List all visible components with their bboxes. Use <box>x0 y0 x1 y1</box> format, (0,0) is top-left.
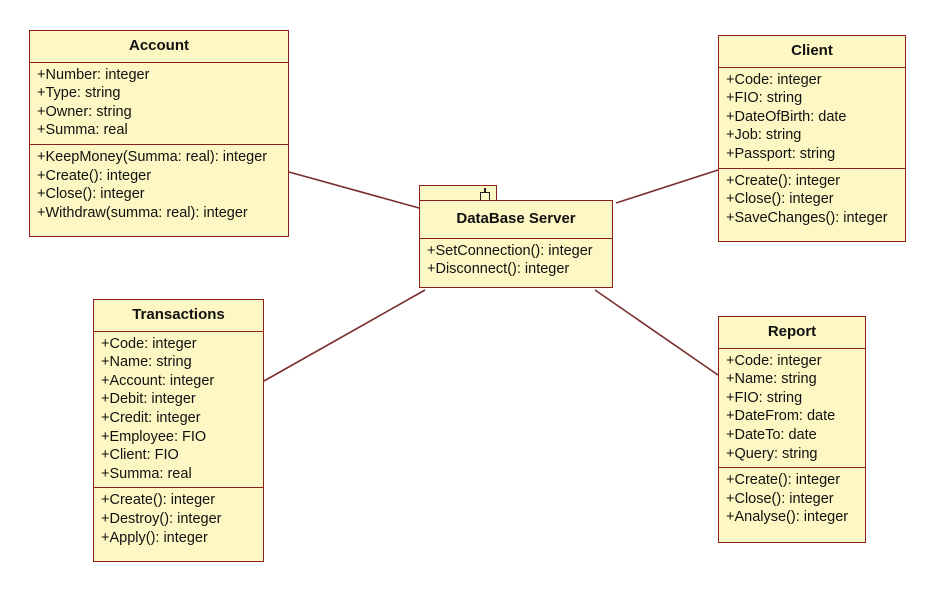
operation: +Apply(): integer <box>101 529 208 546</box>
operations-section: +SetConnection(): integer +Disconnect():… <box>420 239 612 283</box>
operation: +KeepMoney(Summa: real): integer <box>37 148 268 165</box>
attribute: +Number: integer <box>37 66 150 83</box>
class-name: Transactions <box>94 300 263 332</box>
class-client: Client +Code: integer +FIO: string +Date… <box>718 35 906 242</box>
attribute: +Query: string <box>726 445 818 462</box>
class-name: DataBase Server <box>420 201 612 239</box>
class-report: Report +Code: integer +Name: string +FIO… <box>718 316 866 543</box>
attribute: +Type: string <box>37 85 121 102</box>
attribute: +DateOfBirth: date <box>726 108 847 125</box>
attribute: +Name: string <box>101 354 192 371</box>
operation: +SetConnection(): integer <box>427 242 593 259</box>
association-transactions-server <box>263 289 426 382</box>
operation: +Disconnect(): integer <box>427 261 570 278</box>
operation: +Create(): integer <box>726 472 841 489</box>
operations-section: +Create(): integer +Destroy(): integer +… <box>94 487 263 551</box>
operation: +Destroy(): integer <box>101 510 222 527</box>
operation: +Create(): integer <box>37 167 152 184</box>
attributes-section: +Number: integer +Type: string +Owner: s… <box>30 63 288 144</box>
attribute: +Debit: integer <box>101 391 196 408</box>
attribute: +Account: integer <box>101 372 215 389</box>
attribute: +Summa: real <box>37 122 128 139</box>
attribute: +Employee: FIO <box>101 428 207 445</box>
attribute: +Code: integer <box>726 71 822 88</box>
association-account-server <box>288 171 420 209</box>
attributes-section: +Code: integer +Name: string +Account: i… <box>94 332 263 488</box>
association-report-server <box>594 289 719 376</box>
attributes-section: +Code: integer +FIO: string +DateOfBirth… <box>719 68 905 168</box>
operation: +Analyse(): integer <box>726 509 849 526</box>
operation: +Withdraw(summa: real): integer <box>37 204 248 221</box>
class-name: Report <box>719 317 865 349</box>
attribute: +DateFrom: date <box>726 408 836 425</box>
attribute: +Client: FIO <box>101 447 179 464</box>
operations-section: +Create(): integer +Close(): integer +An… <box>719 467 865 531</box>
class-name: Client <box>719 36 905 68</box>
association-client-server <box>615 169 719 204</box>
attribute: +Name: string <box>726 371 817 388</box>
attribute: +Owner: string <box>37 103 132 120</box>
operation: +Create(): integer <box>726 172 841 189</box>
operation: +SaveChanges(): integer <box>726 209 888 226</box>
class-database-server: DataBase Server +SetConnection(): intege… <box>419 200 613 288</box>
subsystem-tab <box>419 185 497 201</box>
attribute: +Job: string <box>726 127 802 144</box>
operation: +Create(): integer <box>101 492 216 509</box>
attribute: +Credit: integer <box>101 409 201 426</box>
attribute: +Code: integer <box>101 335 197 352</box>
class-transactions: Transactions +Code: integer +Name: strin… <box>93 299 264 562</box>
attribute: +FIO: string <box>726 389 803 406</box>
class-account: Account +Number: integer +Type: string +… <box>29 30 289 237</box>
attribute: +FIO: string <box>726 90 803 107</box>
subsystem-icon <box>480 188 490 200</box>
operations-section: +Create(): integer +Close(): integer +Sa… <box>719 167 905 232</box>
attributes-section: +Code: integer +Name: string +FIO: strin… <box>719 349 865 468</box>
operation: +Close(): integer <box>726 191 834 208</box>
operation: +Close(): integer <box>37 186 145 203</box>
attribute: +DateTo: date <box>726 426 817 443</box>
attribute: +Code: integer <box>726 352 822 369</box>
operation: +Close(): integer <box>726 490 834 507</box>
class-name: Account <box>30 31 288 63</box>
operations-section: +KeepMoney(Summa: real): integer +Create… <box>30 143 288 226</box>
attribute: +Summa: real <box>101 465 192 482</box>
attribute: +Passport: string <box>726 145 836 162</box>
